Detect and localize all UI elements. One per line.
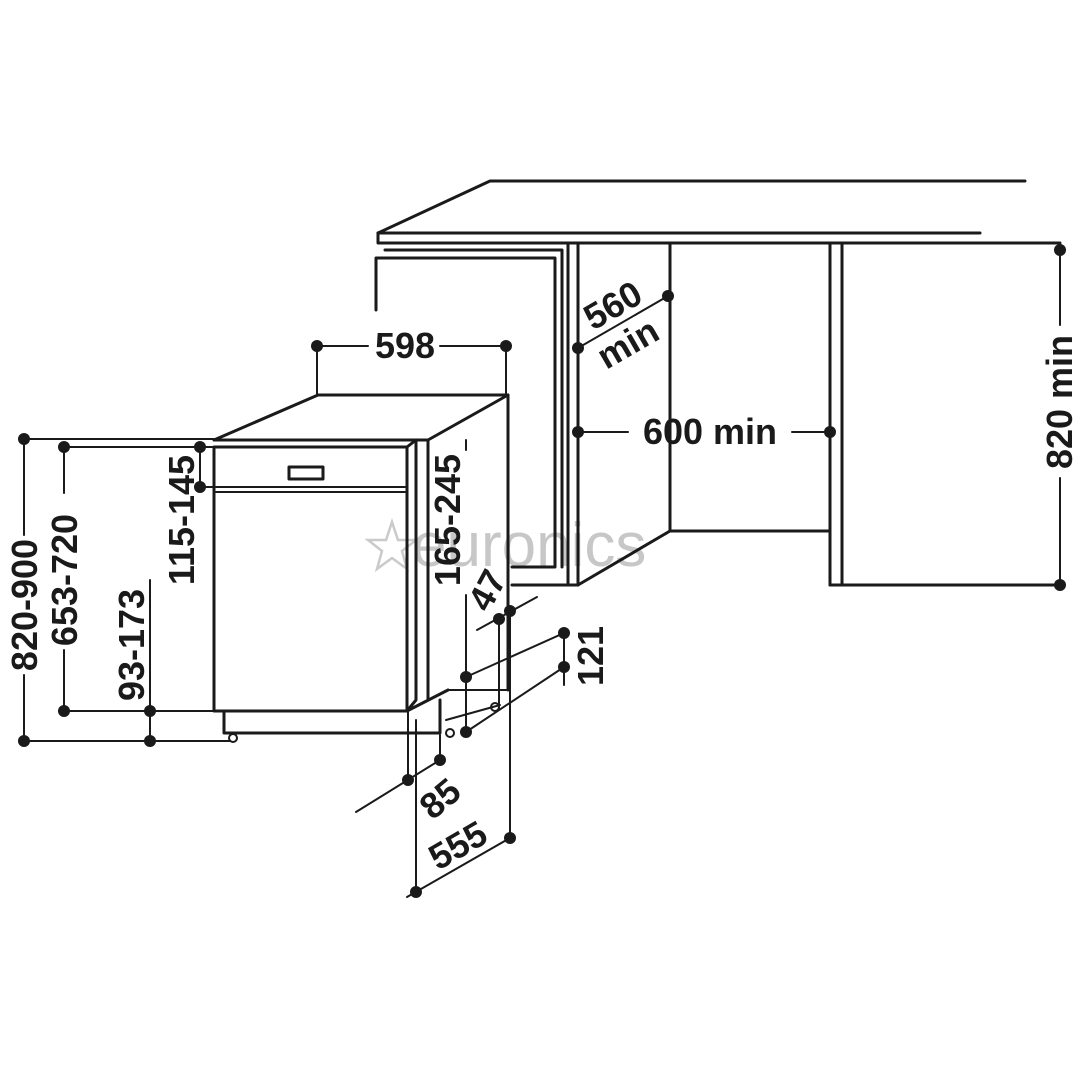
label-offset-85: 85 (411, 770, 468, 827)
watermark-star-icon (364, 518, 420, 573)
label-depth: 555 (421, 812, 494, 878)
dimension-dots (18, 244, 1066, 898)
label-side-gap: 165-245 (427, 454, 468, 586)
dishwasher-body (212, 393, 510, 743)
label-height-range: 820-900 (4, 539, 45, 671)
label-width: 598 (375, 325, 435, 366)
label-plinth: 93-173 (111, 589, 152, 701)
label-niche-height: 820 min (1039, 335, 1080, 469)
cabinet-niche (374, 179, 1062, 587)
dishwasher-door (212, 445, 409, 713)
label-offset-121: 121 (570, 626, 611, 686)
control-panel-display (287, 465, 325, 481)
label-niche-width: 600 min (643, 411, 777, 452)
dimension-lines (23, 249, 1061, 898)
label-door-height: 653-720 (44, 514, 85, 646)
label-top-gap: 115-145 (161, 455, 202, 585)
